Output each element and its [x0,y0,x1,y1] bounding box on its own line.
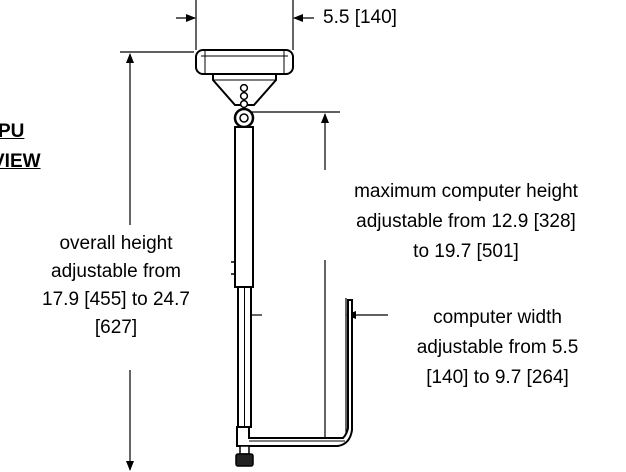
adjustment-hole-2 [239,91,249,101]
width-dimension-label: 5.5 [140] [323,7,397,28]
computer-width-label: computer width adjustable from 5.5 [140]… [416,307,579,388]
upper-tube [231,126,254,288]
overall-height-label: overall height adjustable from 17.9 [455… [42,233,190,338]
adjustment-hole-1 [239,83,249,93]
view-title-2: VIEW [0,150,41,174]
view-title-line-1: PU [0,121,25,142]
overall-height-dimension [120,51,194,471]
max-computer-height-label: maximum computer height adjustable from … [354,181,578,262]
view-title-line-2: VIEW [0,151,41,172]
adjustment-hole-3 [239,99,249,109]
bottom-foot [235,445,254,467]
bottom-tray [236,299,353,447]
funnel-bracket [212,73,277,109]
view-title: PU [0,120,24,144]
top-pad [195,49,294,75]
lower-tube [237,286,252,428]
adjustment-knob [233,107,255,129]
width-dimension [176,0,314,50]
max-height-dimension [250,111,340,438]
